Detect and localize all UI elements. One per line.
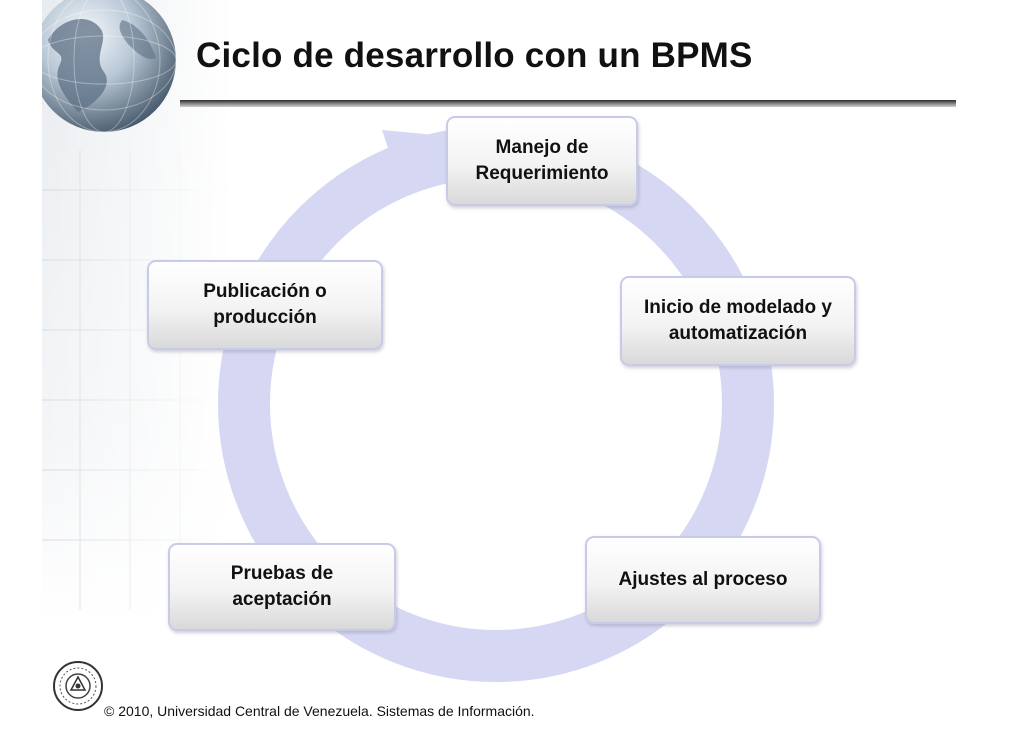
cycle-node-pruebas-de-aceptacion: Pruebas de aceptación: [168, 543, 396, 631]
title-divider: [180, 100, 956, 107]
cycle-node-inicio-de-modelado: Inicio de modelado y automatización: [620, 276, 856, 366]
university-seal-icon: [53, 661, 103, 711]
copyright-footer: © 2010, Universidad Central de Venezuela…: [104, 703, 535, 719]
cycle-node-manejo-de-requerimiento: Manejo de Requerimiento: [446, 116, 638, 206]
cycle-node-publicacion-o-produccion: Publicación o producción: [147, 260, 383, 350]
cycle-node-ajustes-al-proceso: Ajustes al proceso: [585, 536, 821, 624]
globe-icon: [42, 0, 176, 132]
slide-title: Ciclo de desarrollo con un BPMS: [196, 36, 753, 75]
cycle-arrowhead: [382, 130, 446, 196]
